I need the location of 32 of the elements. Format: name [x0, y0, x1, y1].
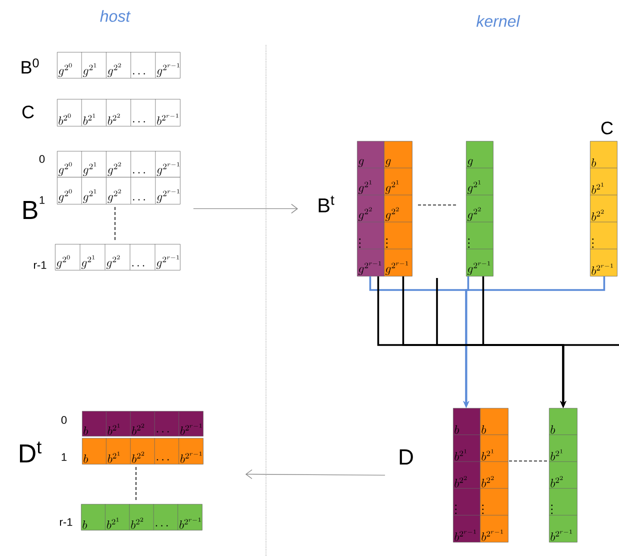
section-title: host	[100, 10, 131, 22]
array-label: r-1	[60, 518, 72, 526]
array-label: 0	[61, 416, 67, 424]
array-label: r-1	[34, 261, 46, 269]
array-label: 1	[62, 453, 67, 461]
connector-arrow	[193, 204, 298, 214]
array-label: C	[22, 106, 34, 118]
array-column: $g$ $g^{2^{1}}$ $g^{2^{2}}$ $\vdots$ $g^{2^{r-1}}$	[384, 141, 412, 276]
array-row: $g^{2^{0}}$ $g^{2^{1}}$ $g^{2^{2}}$ $\cdots$ $g^{2^{r-1}}$	[55, 244, 180, 270]
array-row: $b$ $b^{2^{1}}$ $b^{2^{2}}$ $\cdots$ $b^{2^{r-1}}$	[82, 410, 204, 436]
array-column: $b$ $b^{2^{1}}$ $b^{2^{2}}$ $\vdots$ $b^{2^{r-1}}$	[480, 408, 508, 542]
array-row: $b^{2^{0}}$ $b^{2^{1}}$ $b^{2^{2}}$ $\cdots$ $b^{2^{r-1}}$	[57, 98, 180, 126]
array-row: $g^{2^{0}}$ $g^{2^{1}}$ $g^{2^{2}}$ $\cdots$ $g^{2^{r-1}}$	[57, 150, 180, 178]
array-row: $g^{2^{0}}$ $g^{2^{1}}$ $g^{2^{2}}$ $\cdots$ $g^{2^{r-1}}$	[57, 176, 180, 204]
array-row: $b$ $b^{2^{1}}$ $b^{2^{2}}$ $\cdots$ $b^{2^{r-1}}$	[81, 504, 202, 530]
array-row: $g^{2^{0}}$ $g^{2^{1}}$ $g^{2^{2}}$ $\cdots$ $g^{2^{r-1}}$	[57, 52, 180, 78]
connector-arrow	[245, 469, 386, 480]
array-column: $g$ $g^{2^{1}}$ $g^{2^{2}}$ $\vdots$ $g^{2^{r-1}}$	[356, 141, 384, 276]
array-label: C	[601, 122, 613, 134]
array-column: $b$ $b^{2^{1}}$ $b^{2^{2}}$ $\vdots$ $b^{2^{r-1}}$	[452, 408, 480, 542]
array-row: $b$ $b^{2^{1}}$ $b^{2^{2}}$ $\cdots$ $b^{2^{r-1}}$	[82, 438, 204, 464]
array-column: $b$ $b^{2^{1}}$ $b^{2^{2}}$ $\vdots$ $b^{2^{r-1}}$	[590, 141, 618, 276]
array-column: $g$ $g^{2^{1}}$ $g^{2^{2}}$ $\vdots$ $g^{2^{r-1}}$	[466, 141, 494, 276]
array-label: D$^{t}$	[20, 442, 42, 462]
array-label: B$^{0}$	[22, 58, 39, 74]
array-label: B$^{t}$	[318, 196, 334, 212]
array-label: B	[23, 201, 38, 219]
array-label: 0	[39, 155, 45, 163]
array-label: 1	[40, 196, 45, 204]
array-column: $b$ $b^{2^{1}}$ $b^{2^{2}}$ $\vdots$ $b^{2^{r-1}}$	[548, 408, 578, 542]
array-label: D	[400, 449, 413, 465]
section-title: kernel	[476, 15, 520, 27]
